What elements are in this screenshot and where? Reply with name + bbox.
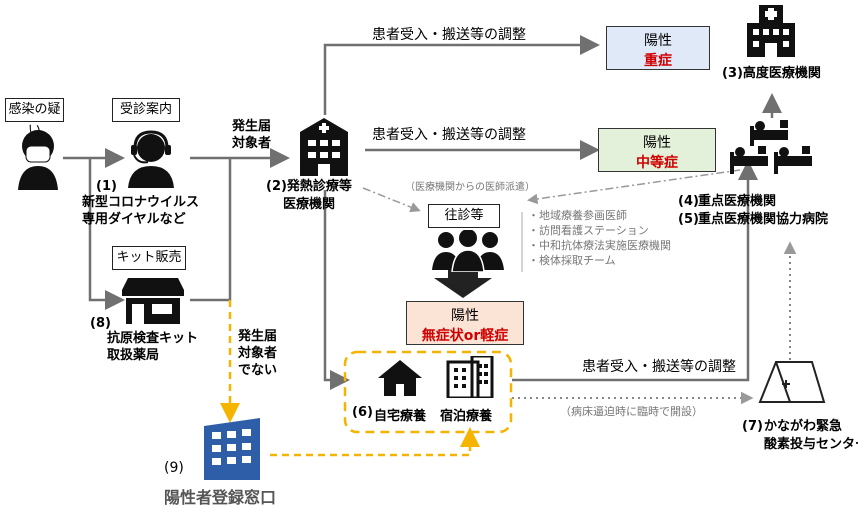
hotel-care-label: 宿泊療養 <box>440 409 493 424</box>
house-icon <box>378 360 422 396</box>
oxygen-center-name: かながわ緊急 酸素投与センター <box>764 419 858 452</box>
call-center-icon <box>128 130 174 188</box>
severe-level: 重症 <box>644 53 672 69</box>
moderate-status-box: 陽性 中等症 <box>598 128 716 172</box>
kit-sale-label: キット販売 <box>116 250 182 265</box>
consult-label: 受診案内 <box>119 102 172 117</box>
pharmacy-number: (8) <box>90 316 111 331</box>
advanced-hospital-icon <box>747 5 795 57</box>
moderate-level: 中等症 <box>636 155 678 171</box>
pharmacy-name: 抗原検査キット 取扱薬局 <box>107 331 199 363</box>
oxygen-center-number: (7) <box>742 419 763 434</box>
dial-name: 新型コロナウイルス 専用ダイヤルなど <box>82 195 200 227</box>
kit-sale-label-box: キット販売 <box>112 246 186 270</box>
report-target-label: 発生届 対象者 <box>232 119 272 151</box>
severe-status-box: 陽性 重症 <box>606 26 710 70</box>
advanced-hospital-name: (3)高度医療機関 <box>722 66 821 81</box>
hospital-bed-icon <box>730 120 812 174</box>
visit-provider-list: ・地域療養参画医師 ・訪問看護ステーション ・中和抗体療法実施医療機関 ・検体採… <box>528 209 671 267</box>
group-icon <box>432 230 504 272</box>
tent-icon <box>758 361 826 403</box>
dial-number: (1) <box>96 179 117 194</box>
registration-number: (9) <box>164 460 184 476</box>
key-hospital-name: 重点医療機関 重点医療機関協力病院 <box>698 194 829 227</box>
hospital-icon <box>300 118 348 176</box>
home-care-label: 自宅療養 <box>374 409 427 424</box>
care-number: (6) <box>352 405 373 420</box>
doctor-dispatch-label: （医療機関からの医師派遣） <box>405 182 535 193</box>
home-visit-label: 往診等 <box>444 208 484 223</box>
mild-positive: 陽性 <box>451 308 479 324</box>
adjust-label-severe: 患者受入・搬送等の調整 <box>372 27 526 43</box>
home-visit-label-box: 往診等 <box>428 204 500 228</box>
mild-status-box: 陽性 無症状or軽症 <box>406 301 524 345</box>
fever-clinic-name: (2)発熱診療等 医療機関 <box>266 179 352 212</box>
not-report-target-label: 発生届 対象者 でない <box>238 329 278 378</box>
person-icon <box>18 130 58 190</box>
consult-label-box: 受診案内 <box>112 98 180 122</box>
temporary-open-label: （病床逼迫時に臨時で開設） <box>560 405 703 418</box>
hotel-building-icon <box>446 356 494 398</box>
severe-positive: 陽性 <box>644 33 672 49</box>
suspected-label-box: 感染の疑い <box>5 98 64 138</box>
adjust-label-home: 患者受入・搬送等の調整 <box>582 359 736 375</box>
office-building-icon <box>204 418 260 480</box>
key-hospital-number: (4) (5) <box>678 194 699 227</box>
pharmacy-icon <box>122 278 184 324</box>
moderate-positive: 陽性 <box>643 135 671 151</box>
adjust-label-moderate: 患者受入・搬送等の調整 <box>372 127 526 143</box>
mild-level: 無症状or軽症 <box>421 328 509 344</box>
registration-office-name: 陽性者登録窓口 <box>164 488 277 507</box>
